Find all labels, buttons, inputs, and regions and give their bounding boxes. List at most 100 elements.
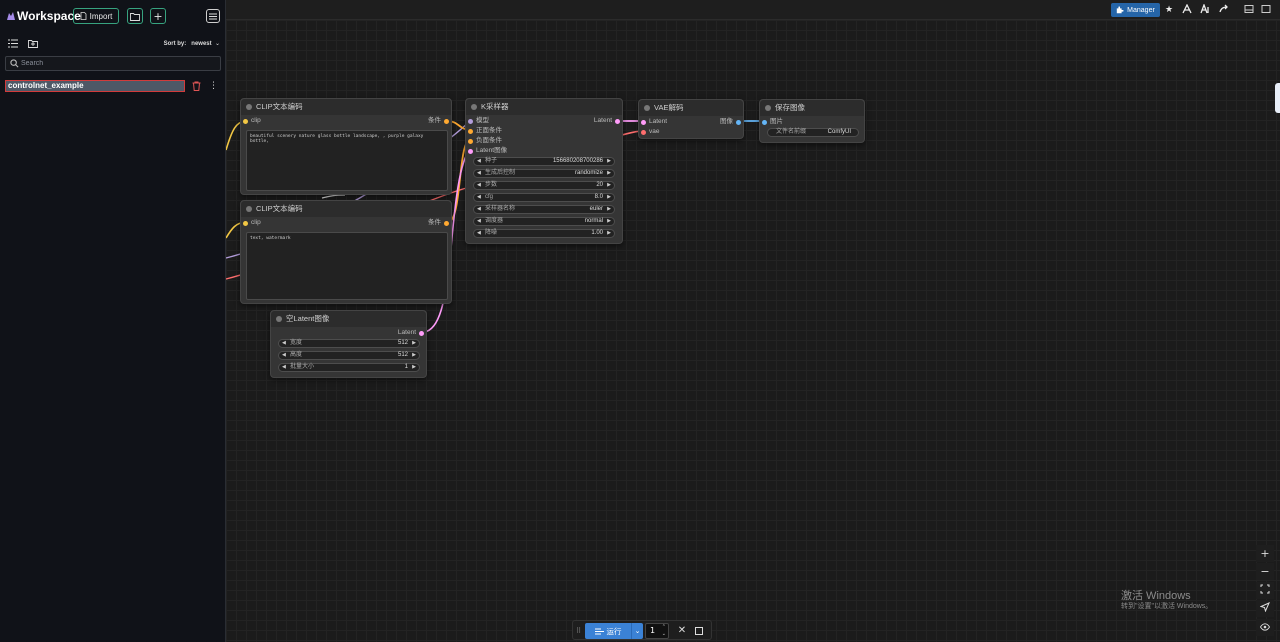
decrement-arrow-icon[interactable]: ◀ <box>477 158 481 164</box>
increment-arrow-icon[interactable]: ▶ <box>607 182 611 188</box>
batch-count-input[interactable]: 1 ⌃⌄ <box>645 623 669 639</box>
decrement-arrow-icon[interactable]: ◀ <box>477 230 481 236</box>
panel-icon[interactable] <box>1243 4 1255 16</box>
increment-arrow-icon[interactable]: ▶ <box>607 230 611 236</box>
widget-seed[interactable]: ◀ 种子 156680208700286 ▶ <box>473 157 615 166</box>
add-folder-icon[interactable] <box>26 39 40 51</box>
output-slot-conditioning[interactable]: 条件 <box>428 219 449 227</box>
input-dot[interactable] <box>468 148 473 154</box>
input-dot[interactable] <box>641 129 646 135</box>
zoom-in-icon[interactable]: + <box>1256 545 1274 562</box>
input-slot-positive[interactable]: 正面条件 <box>468 127 502 135</box>
increment-arrow-icon[interactable]: ▶ <box>607 194 611 200</box>
decrement-arrow-icon[interactable]: ◀ <box>282 364 286 370</box>
search-input[interactable] <box>21 57 216 70</box>
output-slot-latent[interactable]: Latent <box>398 329 424 337</box>
stop-icon[interactable] <box>695 627 703 635</box>
widget-cfg[interactable]: ◀ cfg 8.0 ▶ <box>473 193 615 202</box>
node-empty-latent-image[interactable]: 空Latent图像 Latent ◀ 宽度 512 ▶ ◀ 高度 512 ▶ ◀… <box>270 310 427 378</box>
cancel-icon[interactable]: ✕ <box>677 625 687 636</box>
input-dot[interactable] <box>243 118 248 124</box>
input-slot-latent[interactable]: Latent <box>641 118 667 126</box>
font-icon[interactable] <box>1199 3 1211 16</box>
widget-sampler-name[interactable]: ◀ 采样器名称 euler ▶ <box>473 205 615 214</box>
widget-scheduler[interactable]: ◀ 调度器 normal ▶ <box>473 217 615 226</box>
side-panel-tab[interactable] <box>1275 83 1280 113</box>
node-ksampler[interactable]: K采样器 模型 正面条件 负面条件 Latent图像 Latent ◀ 种子 1… <box>465 98 623 244</box>
stepper-arrows-icon[interactable]: ⌃⌄ <box>661 624 666 637</box>
output-dot[interactable] <box>444 220 449 226</box>
input-slot-clip[interactable]: clip <box>243 117 261 125</box>
layout-icon[interactable] <box>1260 4 1272 16</box>
node-collapse-dot[interactable] <box>644 105 650 111</box>
run-button[interactable]: 运行 <box>585 623 631 639</box>
increment-arrow-icon[interactable]: ▶ <box>607 170 611 176</box>
prompt-textarea[interactable]: text, watermark <box>246 232 448 300</box>
decrement-arrow-icon[interactable]: ◀ <box>477 170 481 176</box>
decrement-arrow-icon[interactable]: ◀ <box>477 182 481 188</box>
output-dot[interactable] <box>736 119 741 125</box>
input-dot[interactable] <box>243 220 248 226</box>
new-workflow-button[interactable]: + <box>150 8 166 24</box>
node-collapse-dot[interactable] <box>471 104 477 110</box>
run-options-dropdown[interactable]: ⌄ <box>631 623 643 639</box>
widget-height[interactable]: ◀ 高度 512 ▶ <box>278 351 420 360</box>
input-dot[interactable] <box>641 119 646 125</box>
decrement-arrow-icon[interactable]: ◀ <box>477 194 481 200</box>
decrement-arrow-icon[interactable]: ◀ <box>282 352 286 358</box>
widget-denoise[interactable]: ◀ 降噪 1.00 ▶ <box>473 229 615 238</box>
input-dot[interactable] <box>468 128 473 134</box>
prompt-textarea[interactable]: beautiful scenery nature glass bottle la… <box>246 130 448 191</box>
input-slot-model[interactable]: 模型 <box>468 117 489 125</box>
increment-arrow-icon[interactable]: ▶ <box>607 158 611 164</box>
star-icon[interactable]: ★ <box>1164 5 1174 15</box>
more-options-icon[interactable]: ⋮ <box>209 81 218 91</box>
input-slot-negative[interactable]: 负面条件 <box>468 137 502 145</box>
trash-icon[interactable] <box>192 81 201 91</box>
sidebar-menu-button[interactable] <box>206 9 220 23</box>
widget-batch-size[interactable]: ◀ 批量大小 1 ▶ <box>278 363 420 372</box>
node-title[interactable]: 空Latent图像 <box>271 311 426 327</box>
node-collapse-dot[interactable] <box>246 104 252 110</box>
output-dot[interactable] <box>444 118 449 124</box>
node-vae-decode[interactable]: VAE解码 Latent vae 图像 <box>638 99 744 139</box>
share-up-icon[interactable] <box>1181 3 1193 16</box>
widget-width[interactable]: ◀ 宽度 512 ▶ <box>278 339 420 348</box>
decrement-arrow-icon[interactable]: ◀ <box>282 340 286 346</box>
node-title[interactable]: 保存图像 <box>760 100 864 116</box>
node-title[interactable]: CLIP文本编码 <box>241 99 451 115</box>
decrement-arrow-icon[interactable]: ◀ <box>477 218 481 224</box>
output-dot[interactable] <box>615 118 620 124</box>
node-collapse-dot[interactable] <box>276 316 282 322</box>
node-clip-text-encode-negative[interactable]: CLIP文本编码 clip 条件 text, watermark <box>240 200 452 304</box>
manager-button[interactable]: Manager <box>1111 3 1160 17</box>
node-title[interactable]: VAE解码 <box>639 100 743 116</box>
increment-arrow-icon[interactable]: ▶ <box>607 206 611 212</box>
zoom-out-icon[interactable]: − <box>1256 563 1274 580</box>
output-slot-image[interactable]: 图像 <box>720 118 741 126</box>
sort-control[interactable]: Sort by: newest ⌄ <box>164 40 220 47</box>
input-slot-images[interactable]: 图片 <box>762 118 783 126</box>
increment-arrow-icon[interactable]: ▶ <box>412 364 416 370</box>
share-arrow-icon[interactable] <box>1218 4 1230 16</box>
output-slot-conditioning[interactable]: 条件 <box>428 117 449 125</box>
widget-steps[interactable]: ◀ 步数 20 ▶ <box>473 181 615 190</box>
decrement-arrow-icon[interactable]: ◀ <box>477 206 481 212</box>
node-title[interactable]: K采样器 <box>466 99 622 115</box>
eye-icon[interactable] <box>1256 619 1274 636</box>
drag-handle-icon[interactable]: ⠿ <box>576 627 582 635</box>
node-collapse-dot[interactable] <box>765 105 771 111</box>
input-slot-latent-image[interactable]: Latent图像 <box>468 147 507 155</box>
input-dot[interactable] <box>762 119 767 125</box>
increment-arrow-icon[interactable]: ▶ <box>412 340 416 346</box>
output-slot-latent[interactable]: Latent <box>594 117 620 125</box>
node-title[interactable]: CLIP文本编码 <box>241 201 451 217</box>
workflow-item-name[interactable]: controlnet_example <box>5 80 185 92</box>
input-dot[interactable] <box>468 138 473 144</box>
open-folder-button[interactable] <box>127 8 143 24</box>
input-dot[interactable] <box>468 118 473 124</box>
input-slot-clip[interactable]: clip <box>243 219 261 227</box>
node-collapse-dot[interactable] <box>246 206 252 212</box>
list-view-icon[interactable] <box>6 39 20 51</box>
output-dot[interactable] <box>419 330 424 336</box>
